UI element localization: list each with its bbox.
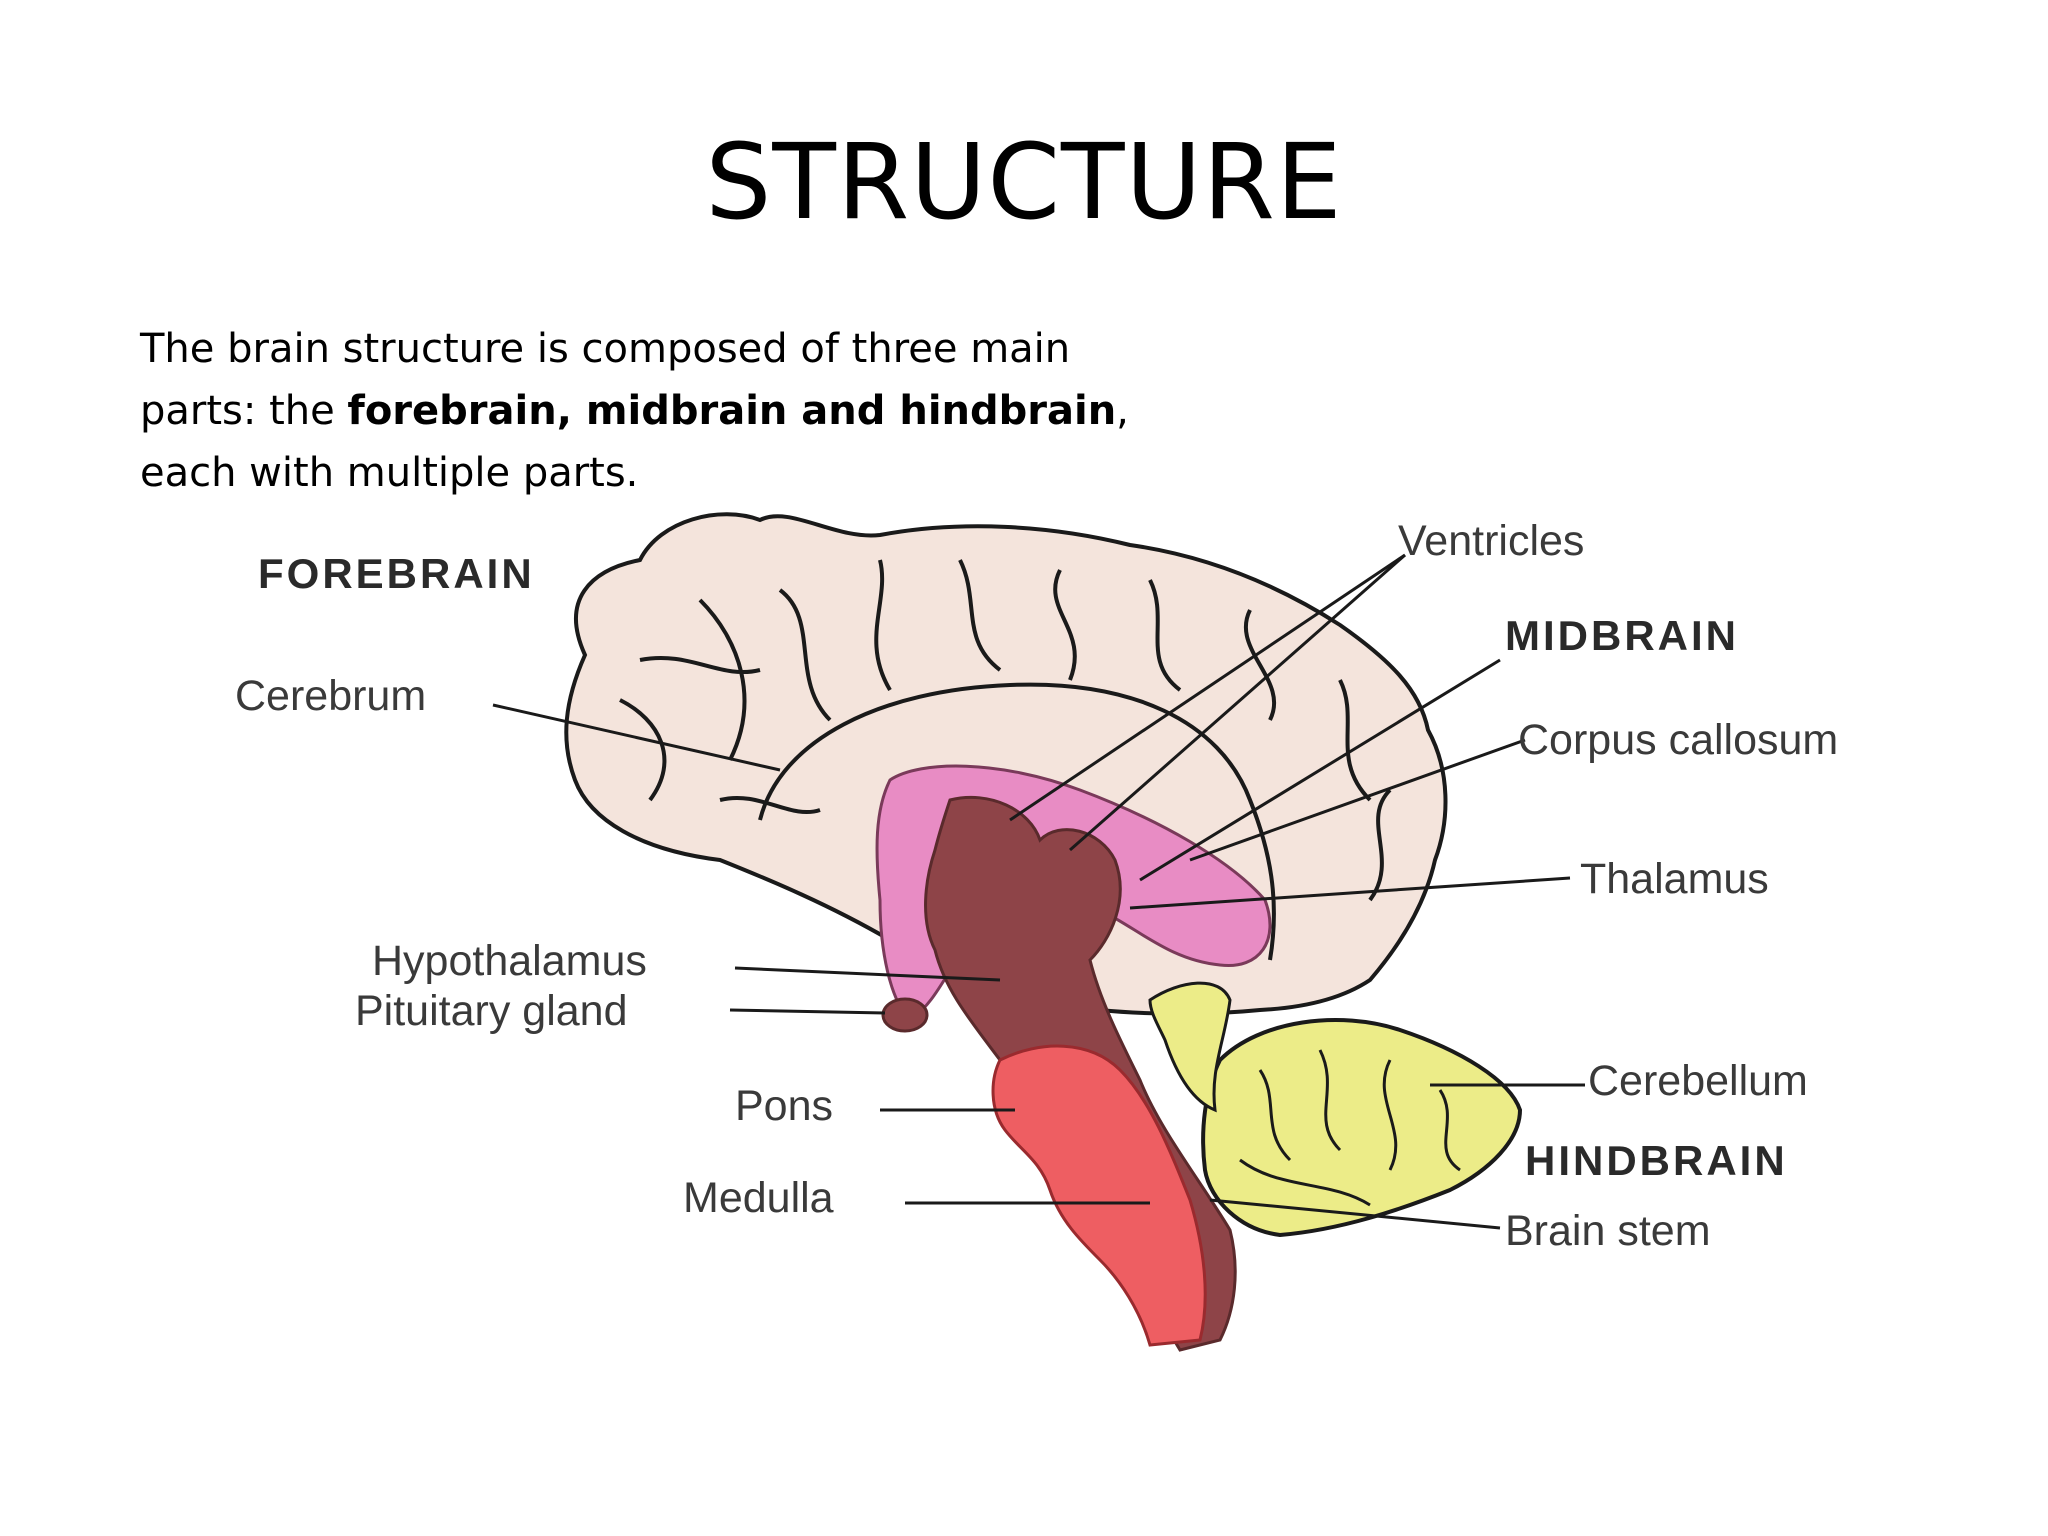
intro-text-bold: forebrain, midbrain and hindbrain xyxy=(347,388,1117,434)
cerebellum-folds xyxy=(1239,1049,1461,1207)
midbrain-heading: MIDBRAIN xyxy=(1505,612,1739,659)
forebrain-heading: FOREBRAIN xyxy=(258,550,535,597)
label-corpus-callosum: Corpus callosum xyxy=(1518,716,1838,764)
intro-paragraph: The brain structure is composed of three… xyxy=(140,318,1160,504)
slide-title: STRUCTURE xyxy=(705,121,1343,243)
intro-text-end: , each with multiple parts. xyxy=(140,388,1129,496)
label-cerebrum: Cerebrum xyxy=(235,672,426,720)
label-hypothalamus: Hypothalamus xyxy=(372,937,647,985)
brain-stem-shape xyxy=(991,1044,1207,1347)
label-thalamus: Thalamus xyxy=(1580,855,1769,903)
corpus-callosum-arc xyxy=(758,682,1276,961)
intro-text-start: The brain structure is composed of three… xyxy=(140,326,1071,434)
cerebellar-peduncle-shape xyxy=(1148,981,1232,1113)
label-brain-stem: Brain stem xyxy=(1505,1207,1711,1255)
label-ventricles: Ventricles xyxy=(1398,517,1584,565)
label-medulla: Medulla xyxy=(683,1174,834,1222)
cerebellum-shape xyxy=(1201,1018,1523,1238)
leader-lines xyxy=(492,553,1585,1230)
hindbrain-heading: HINDBRAIN xyxy=(1525,1137,1788,1184)
label-pituitary-gland: Pituitary gland xyxy=(355,987,628,1035)
gyri-lines xyxy=(619,559,1392,902)
label-pons: Pons xyxy=(735,1082,833,1130)
label-cerebellum: Cerebellum xyxy=(1588,1057,1808,1105)
pituitary-shape xyxy=(881,997,929,1033)
